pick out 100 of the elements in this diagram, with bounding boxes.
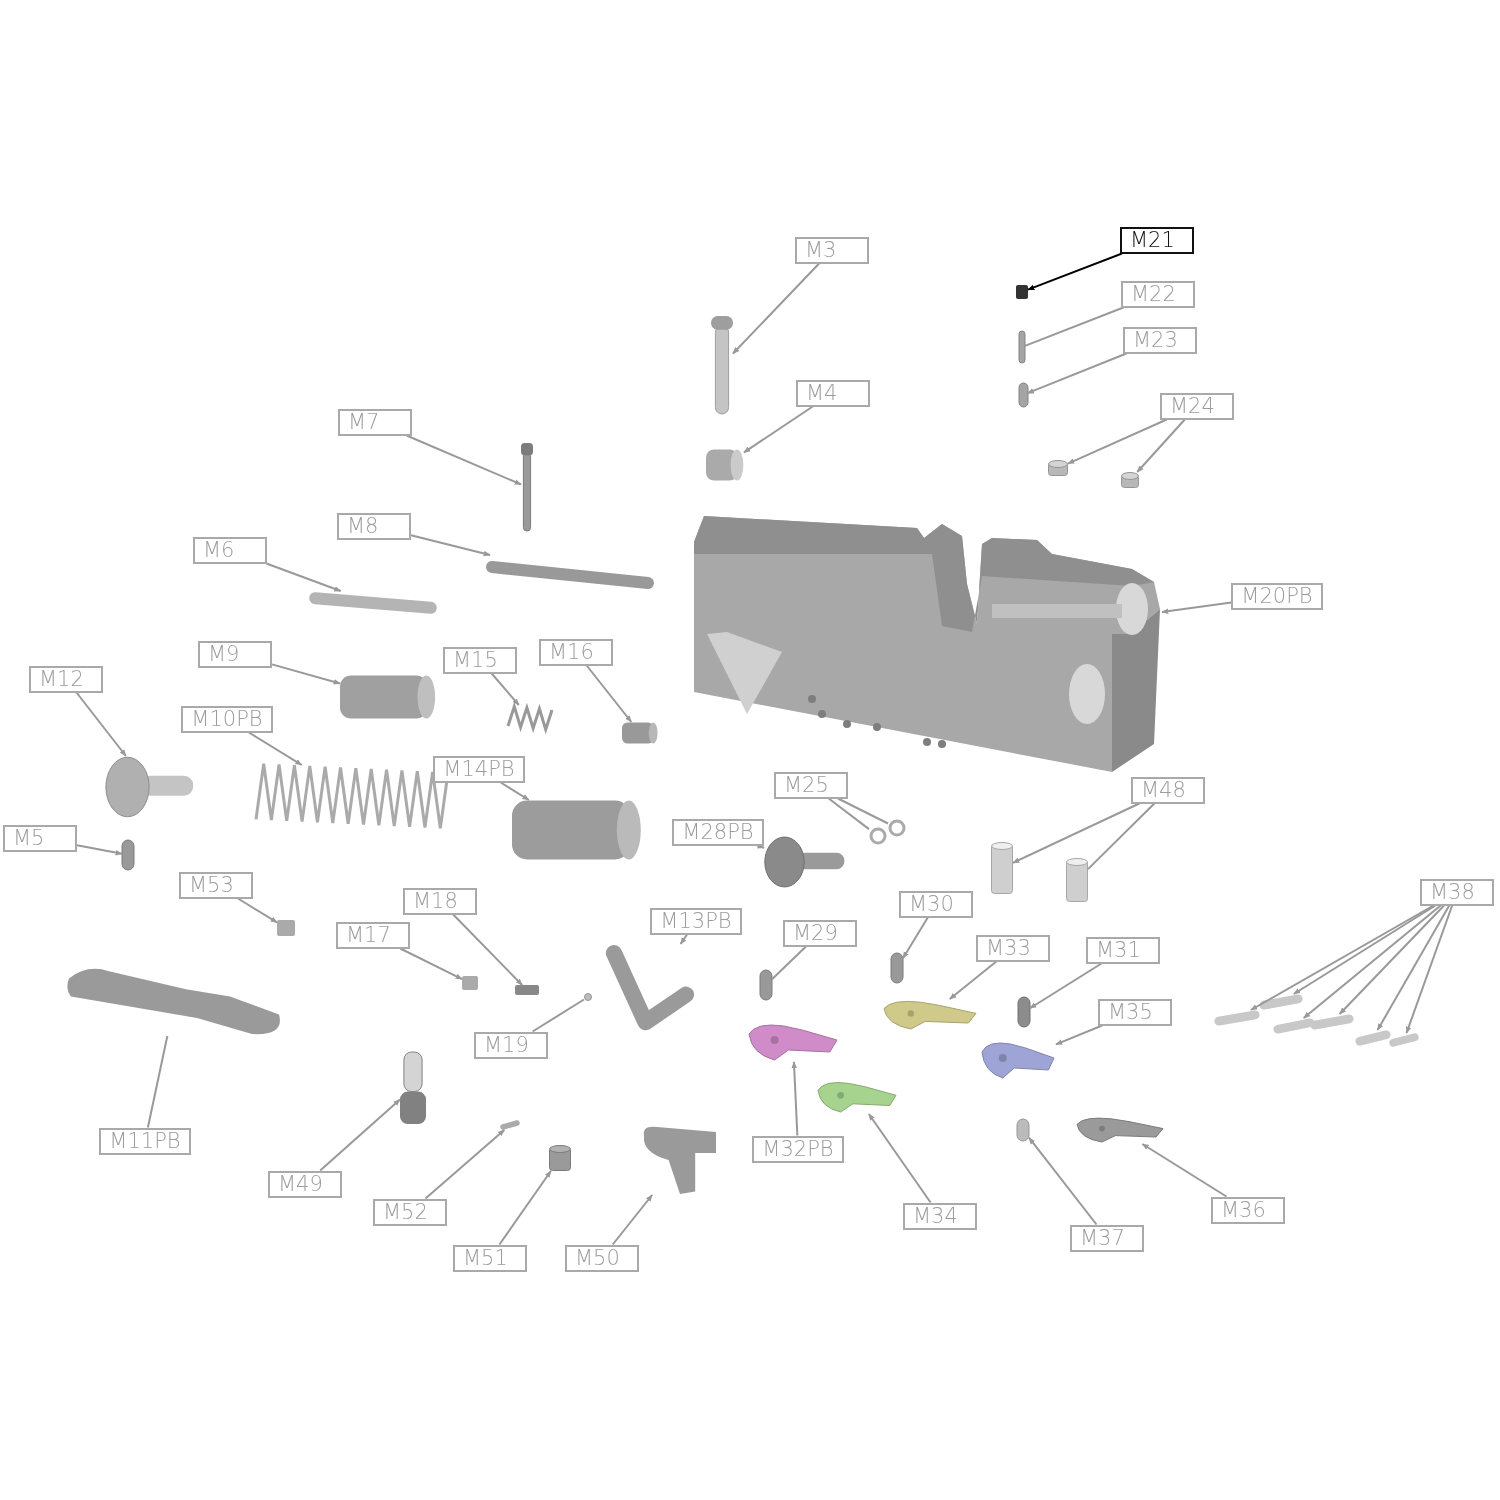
part-number-label: M32PB (752, 1135, 844, 1163)
leader-line (771, 945, 807, 981)
leader-line (679, 933, 688, 945)
part-number-label: M5 (3, 824, 77, 852)
plunger-drawing (400, 1052, 426, 1124)
clip-drawing (515, 985, 539, 995)
leader-line (1292, 904, 1437, 995)
pin-drawing (1389, 1033, 1419, 1047)
leader-line (743, 405, 814, 454)
nut-drawing (549, 1145, 571, 1171)
leader-line (1029, 962, 1103, 1010)
leader-line (1026, 352, 1128, 395)
pin-drawing (1214, 1010, 1260, 1026)
cylinder-drawing (706, 449, 744, 481)
leader-line (237, 897, 278, 924)
pin-drawing (1017, 1119, 1029, 1141)
leader-line (1055, 1024, 1104, 1046)
bushing-drawing (1121, 472, 1139, 488)
part-number-label: M13PB (650, 907, 742, 935)
part-number-label: M36 (1211, 1196, 1285, 1224)
link-bar-drawing (308, 591, 438, 615)
leader-line (732, 262, 821, 355)
leader-line (399, 947, 463, 981)
pin-drawing (1259, 994, 1303, 1010)
bushing-drawing (1048, 460, 1068, 476)
part-number-label: M10PB (181, 705, 273, 733)
pin-drawing (891, 953, 903, 983)
leader-line (1161, 601, 1233, 614)
leader-line (452, 913, 524, 986)
leader-line (410, 534, 491, 557)
leader-line (1136, 418, 1186, 473)
pin-drawing (1019, 331, 1025, 363)
leader-line (405, 434, 522, 486)
leader-line (265, 562, 342, 592)
leader-line (585, 664, 633, 723)
part-number-label: M8 (337, 512, 411, 540)
part-number-label: M21 (1120, 226, 1194, 254)
leader-line (827, 797, 870, 831)
lever-drawing (1075, 1116, 1165, 1144)
part-number-label: M18 (403, 887, 477, 915)
leader-line (1028, 1136, 1098, 1226)
leader-line (1012, 802, 1141, 864)
part-number-label: M4 (796, 379, 870, 407)
leader-line (1302, 904, 1442, 1019)
part-number-label: M30 (899, 890, 973, 918)
part-number-label: M22 (1121, 280, 1195, 308)
pin-drawing (1018, 997, 1030, 1027)
knob-drawing (105, 756, 195, 818)
part-number-label: M17 (336, 921, 410, 949)
leader-line (146, 1035, 169, 1129)
part-number-label: M35 (1098, 998, 1172, 1026)
leader-line (1141, 1143, 1228, 1198)
leader-line (611, 1194, 654, 1246)
leader-line (1338, 904, 1445, 1015)
part-number-label: M11PB (99, 1127, 191, 1155)
part-number-label: M33 (976, 934, 1050, 962)
pin-drawing (122, 840, 134, 870)
nut-drawing (462, 976, 478, 990)
part-number-label: M23 (1123, 326, 1197, 354)
leader-line (837, 797, 889, 825)
part-number-label: M7 (338, 408, 412, 436)
leader-line (498, 1170, 552, 1246)
leader-line (1249, 904, 1435, 1011)
pin-drawing (500, 1120, 520, 1130)
part-number-label: M29 (783, 919, 857, 947)
part-number-label: M31 (1086, 936, 1160, 964)
pin-drawing (1355, 1030, 1391, 1046)
bushing-drawing (991, 842, 1013, 894)
leader-line (531, 998, 585, 1033)
pin-drawing (1310, 1014, 1354, 1030)
leader-line (1376, 904, 1451, 1031)
ring-drawing (888, 819, 906, 837)
leader-line (499, 781, 530, 801)
leader-line (271, 663, 341, 685)
pin-drawing (1018, 383, 1028, 407)
leader-line (247, 731, 303, 766)
part-number-label: M9 (198, 640, 272, 668)
part-number-label: M37 (1070, 1224, 1144, 1252)
part-number-label: M51 (453, 1244, 527, 1272)
leader-line (902, 916, 929, 960)
ball-drawing (584, 993, 592, 1001)
part-number-label: M3 (795, 236, 869, 264)
leader-line (76, 844, 123, 856)
screw-drawing (711, 316, 733, 414)
part-number-label: M53 (179, 871, 253, 899)
hammer-drawing (747, 1022, 839, 1062)
trigger-drawing (882, 999, 978, 1031)
part-number-label: M20PB (1231, 582, 1323, 610)
pin-drawing (760, 970, 772, 1000)
sear-drawing (980, 1040, 1056, 1080)
pin-drawing (1273, 1018, 1315, 1034)
nut-drawing (277, 920, 295, 936)
leader-line (948, 960, 998, 1000)
cylinder-drawing (622, 722, 658, 744)
part-number-label: M6 (193, 536, 267, 564)
leader-line (75, 691, 127, 757)
catch-drawing (642, 1125, 718, 1195)
part-number-label: M50 (565, 1244, 639, 1272)
part-number-label: M49 (268, 1170, 342, 1198)
part-number-label: M52 (373, 1198, 447, 1226)
